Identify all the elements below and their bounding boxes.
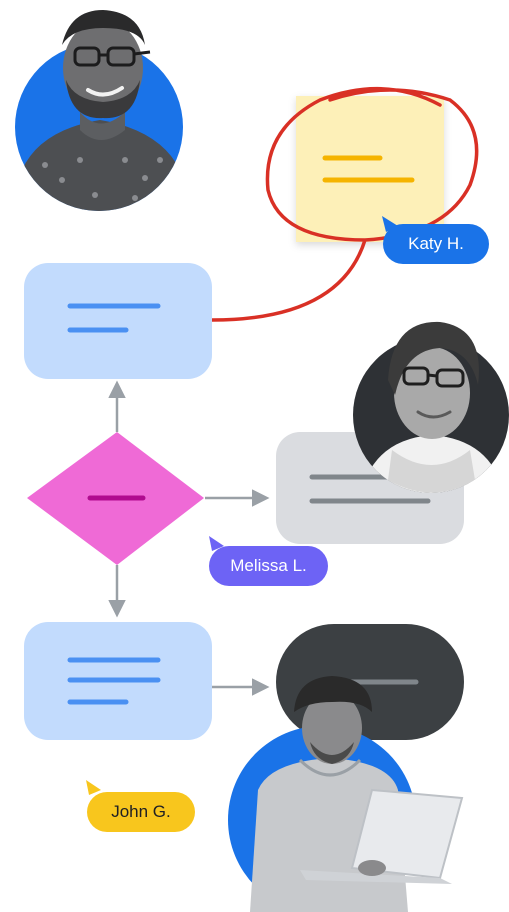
avatar-man-with-glasses xyxy=(15,10,183,211)
cursor-icon xyxy=(86,780,101,795)
process-box-top[interactable] xyxy=(24,263,212,379)
decision-diamond[interactable] xyxy=(27,432,204,565)
avatar-man-with-laptop xyxy=(228,676,464,912)
sticky-note[interactable] xyxy=(296,96,444,242)
process-box-bottom[interactable] xyxy=(24,622,212,740)
collaborator-badge-john[interactable]: John G. xyxy=(87,792,195,832)
collaborator-badge-melissa[interactable]: Melissa L. xyxy=(209,546,328,586)
red-scribble xyxy=(210,86,479,322)
collaborator-badge-katy[interactable]: Katy H. xyxy=(383,224,489,264)
